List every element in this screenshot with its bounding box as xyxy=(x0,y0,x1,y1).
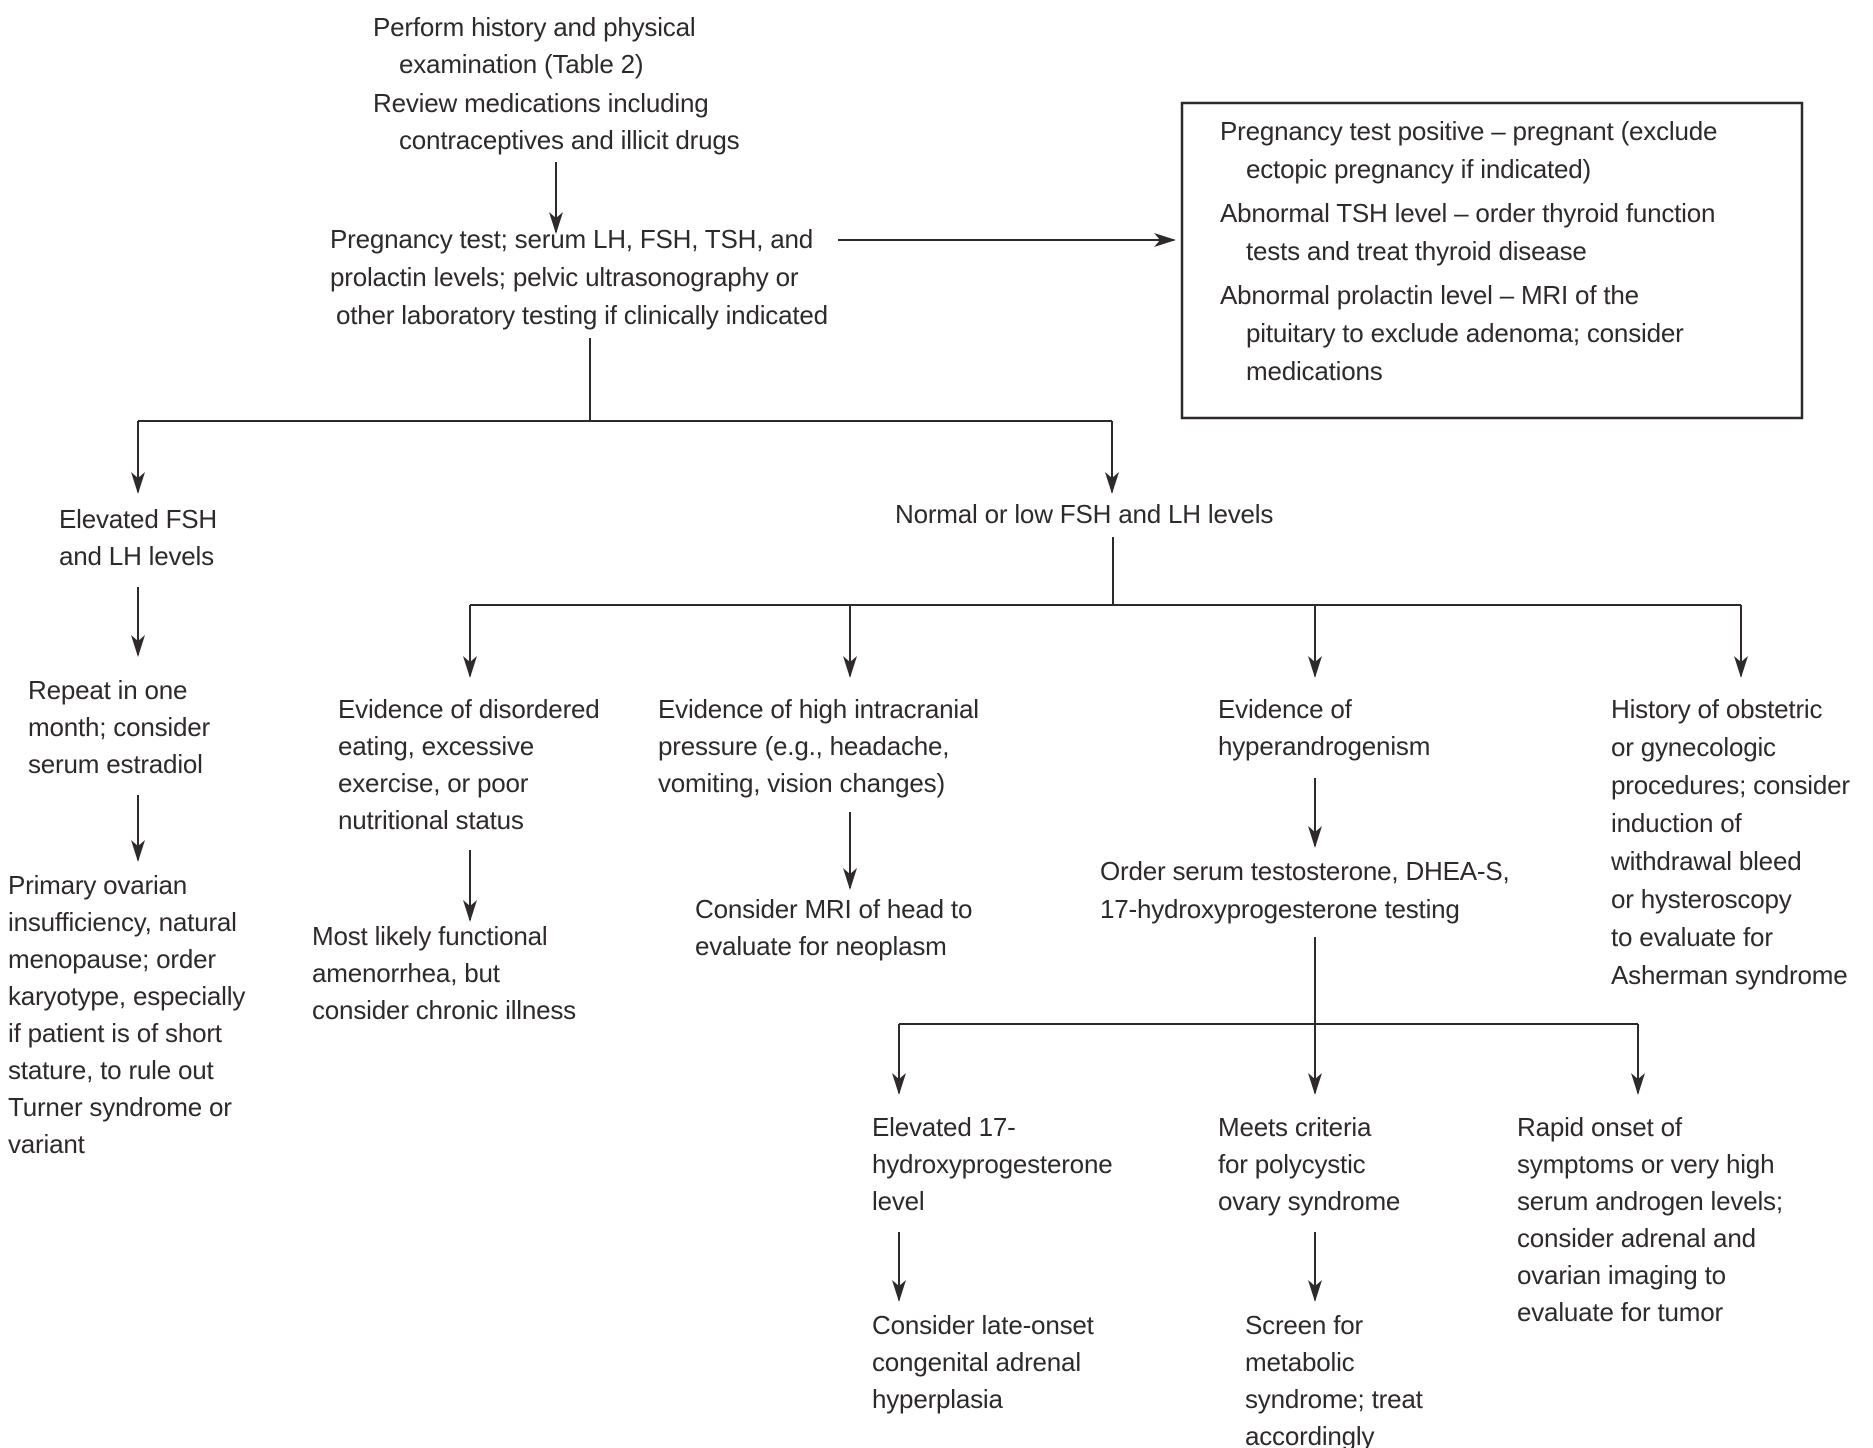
node-order-serum-testosterone-line-2: 17-hydroxyprogesterone testing xyxy=(1100,894,1460,924)
node-elevated-17-hydroxyprogesterone: Elevated 17- hydroxyprogesterone level xyxy=(872,1112,1113,1216)
node-rapid-onset-line-3: serum androgen levels; xyxy=(1517,1186,1783,1216)
results-box xyxy=(1180,101,1804,420)
node-history-obstetric-line-2: or gynecologic xyxy=(1611,732,1776,762)
node-primary-ovarian-insufficiency: Primary ovarian insufficiency, natural men… xyxy=(8,870,246,1159)
node-repeat-one-month-line-1: Repeat in one xyxy=(28,675,187,705)
node-screen-metabolic-line-2: metabolic xyxy=(1245,1347,1355,1377)
node-rapid-onset-line-4: consider adrenal and xyxy=(1517,1223,1756,1253)
node-primary-ovarian-insufficiency-line-5: if patient is of short xyxy=(8,1018,223,1048)
node-history-obstetric-line-8: Asherman syndrome xyxy=(1611,960,1847,990)
node-disordered-eating-line-1: Evidence of disordered xyxy=(338,694,600,724)
node-hyperandrogenism: Evidence of hyperandrogenism xyxy=(1218,694,1430,761)
node-results-box-text-line-7: medications xyxy=(1246,356,1383,386)
node-results-box-text-line-1: Pregnancy test positive – pregnant (excl… xyxy=(1220,116,1717,146)
node-pregnancy-test-labs: Pregnancy test; serum LH, FSH, TSH, and p… xyxy=(330,224,828,330)
node-primary-ovarian-insufficiency-line-2: insufficiency, natural xyxy=(8,907,237,937)
node-review-medications-line-2: contraceptives and illicit drugs xyxy=(399,125,740,155)
node-review-medications-line-1: Review medications including xyxy=(373,88,708,118)
node-elevated-17-hydroxyprogesterone-line-1: Elevated 17- xyxy=(872,1112,1016,1142)
node-rapid-onset-line-1: Rapid onset of xyxy=(1517,1112,1683,1142)
node-history-obstetric-line-1: History of obstetric xyxy=(1611,694,1822,724)
node-perform-history-line-1: Perform history and physical xyxy=(373,12,695,42)
node-primary-ovarian-insufficiency-line-1: Primary ovarian xyxy=(8,870,187,900)
node-repeat-one-month-line-3: serum estradiol xyxy=(28,749,203,779)
node-repeat-one-month: Repeat in one month; consider serum estrad… xyxy=(28,675,211,779)
node-consider-mri-line-1: Consider MRI of head to xyxy=(695,894,972,924)
node-functional-amenorrhea-line-3: consider chronic illness xyxy=(312,995,576,1025)
node-perform-history: Perform history and physical examination … xyxy=(373,12,696,79)
node-high-intracranial-pressure: Evidence of high intracranial pressure (e… xyxy=(658,694,979,798)
node-meets-pcos-criteria: Meets criteria for polycystic ovary syndro… xyxy=(1218,1112,1400,1216)
node-high-intracranial-pressure-line-3: vomiting, vision changes) xyxy=(658,768,945,798)
node-elevated-fsh-lh: Elevated FSH and LH levels xyxy=(59,504,217,571)
node-history-obstetric-line-4: induction of xyxy=(1611,808,1743,838)
node-review-medications: Review medications including contraceptiv… xyxy=(373,88,740,155)
node-disordered-eating-line-3: exercise, or poor xyxy=(338,768,529,798)
node-elevated-17-hydroxyprogesterone-line-2: hydroxyprogesterone xyxy=(872,1149,1112,1179)
node-high-intracranial-pressure-line-1: Evidence of high intracranial xyxy=(658,694,979,724)
node-order-serum-testosterone-line-1: Order serum testosterone, DHEA-S, xyxy=(1100,856,1510,886)
node-pregnancy-test-labs-line-3: other laboratory testing if clinically i… xyxy=(336,300,828,330)
node-history-obstetric-line-6: or hysteroscopy xyxy=(1611,884,1792,914)
node-functional-amenorrhea-line-2: amenorrhea, but xyxy=(312,958,501,988)
node-normal-low-fsh-lh: Normal or low FSH and LH levels xyxy=(895,499,1274,529)
node-results-box-text: Pregnancy test positive – pregnant (excl… xyxy=(1220,116,1717,386)
node-meets-pcos-criteria-line-3: ovary syndrome xyxy=(1218,1186,1400,1216)
node-history-obstetric-line-3: procedures; consider xyxy=(1611,770,1850,800)
node-late-onset-cah: Consider late-onset congenital adrenal hyp… xyxy=(872,1310,1095,1414)
node-rapid-onset-line-2: symptoms or very high xyxy=(1517,1149,1774,1179)
node-rapid-onset-line-6: evaluate for tumor xyxy=(1517,1297,1723,1327)
node-order-serum-testosterone: Order serum testosterone, DHEA-S, 17-hydr… xyxy=(1100,856,1510,924)
node-pregnancy-test-labs-line-1: Pregnancy test; serum LH, FSH, TSH, and xyxy=(330,224,813,254)
node-elevated-fsh-lh-line-2: and LH levels xyxy=(59,541,214,571)
node-late-onset-cah-line-1: Consider late-onset xyxy=(872,1310,1095,1340)
node-history-obstetric-line-5: withdrawal bleed xyxy=(1610,846,1801,876)
node-results-box-text-line-6: pituitary to exclude adenoma; consider xyxy=(1246,318,1684,348)
node-elevated-17-hydroxyprogesterone-line-3: level xyxy=(872,1186,924,1216)
node-screen-metabolic-line-4: accordingly xyxy=(1245,1421,1375,1448)
node-primary-ovarian-insufficiency-line-4: karyotype, especially xyxy=(8,981,245,1011)
node-history-obstetric: History of obstetric or gynecologic proced… xyxy=(1610,694,1851,990)
node-disordered-eating-line-2: eating, excessive xyxy=(338,731,534,761)
node-primary-ovarian-insufficiency-line-6: stature, to rule out xyxy=(8,1055,215,1085)
node-results-box-text-line-3: Abnormal TSH level – order thyroid funct… xyxy=(1220,198,1715,228)
node-perform-history-line-2: examination (Table 2) xyxy=(399,49,643,79)
node-rapid-onset: Rapid onset of symptoms or very high serum… xyxy=(1517,1112,1783,1327)
node-hyperandrogenism-line-2: hyperandrogenism xyxy=(1218,731,1430,761)
node-disordered-eating-line-4: nutritional status xyxy=(338,805,524,835)
node-pregnancy-test-labs-line-2: prolactin levels; pelvic ultrasonography… xyxy=(330,262,799,292)
node-results-box-text-line-2: ectopic pregnancy if indicated) xyxy=(1246,154,1591,184)
node-normal-low-fsh-lh-line-1: Normal or low FSH and LH levels xyxy=(895,499,1273,529)
node-rapid-onset-line-5: ovarian imaging to xyxy=(1517,1260,1726,1290)
node-elevated-fsh-lh-line-1: Elevated FSH xyxy=(59,504,217,534)
node-functional-amenorrhea: Most likely functional amenorrhea, but con… xyxy=(312,921,576,1025)
node-primary-ovarian-insufficiency-line-3: menopause; order xyxy=(8,944,216,974)
node-repeat-one-month-line-2: month; consider xyxy=(28,712,211,742)
node-consider-mri: Consider MRI of head to evaluate for neop… xyxy=(695,894,972,961)
node-late-onset-cah-line-3: hyperplasia xyxy=(872,1384,1004,1414)
node-late-onset-cah-line-2: congenital adrenal xyxy=(872,1347,1081,1377)
node-disordered-eating: Evidence of disordered eating, excessive e… xyxy=(338,694,600,835)
node-history-obstetric-line-7: to evaluate for xyxy=(1611,922,1773,952)
node-results-box-text-line-5: Abnormal prolactin level – MRI of the xyxy=(1220,280,1639,310)
node-high-intracranial-pressure-line-2: pressure (e.g., headache, xyxy=(658,731,949,761)
node-screen-metabolic-line-1: Screen for xyxy=(1245,1310,1363,1340)
node-functional-amenorrhea-line-1: Most likely functional xyxy=(312,921,547,951)
node-meets-pcos-criteria-line-2: for polycystic xyxy=(1218,1149,1366,1179)
node-consider-mri-line-2: evaluate for neoplasm xyxy=(695,931,947,961)
node-meets-pcos-criteria-line-1: Meets criteria xyxy=(1218,1112,1372,1142)
node-primary-ovarian-insufficiency-line-8: variant xyxy=(8,1129,86,1159)
node-hyperandrogenism-line-1: Evidence of xyxy=(1218,694,1353,724)
node-results-box-text-line-4: tests and treat thyroid disease xyxy=(1246,236,1587,266)
node-primary-ovarian-insufficiency-line-7: Turner syndrome or xyxy=(8,1092,232,1122)
node-screen-metabolic: Screen for metabolic syndrome; treat accord… xyxy=(1245,1310,1424,1448)
node-screen-metabolic-line-3: syndrome; treat xyxy=(1245,1384,1424,1414)
